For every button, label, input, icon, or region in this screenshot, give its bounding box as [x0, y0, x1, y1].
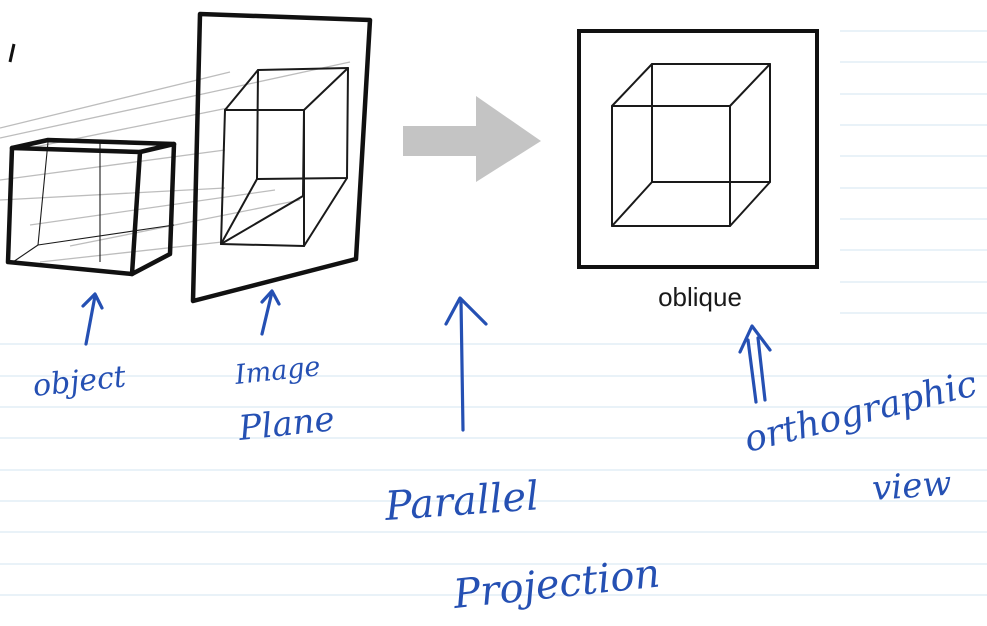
label-orthographic: orthographic: [740, 363, 981, 460]
parallel-projection-arrow-icon: [444, 296, 488, 432]
oblique-view-frame: [577, 29, 819, 269]
figure-background: [0, 0, 840, 330]
orthographic-arrow-icon: [738, 324, 772, 404]
image-plane: [190, 11, 373, 304]
edge-mark: [8, 43, 16, 63]
label-image-plane-line1: Image: [232, 351, 321, 391]
projection-rays: [0, 61, 351, 263]
image-plane-arrow-icon: [260, 289, 281, 336]
label-parallel-line1: Parallel: [382, 473, 540, 530]
label-view: view: [871, 464, 953, 509]
label-object: object: [31, 359, 128, 404]
object-cube: [5, 137, 177, 277]
object-arrow-icon: [81, 292, 104, 346]
oblique-caption: oblique: [658, 282, 742, 312]
label-parallel-line2: Projection: [450, 551, 662, 619]
gray-arrow: [403, 96, 541, 182]
